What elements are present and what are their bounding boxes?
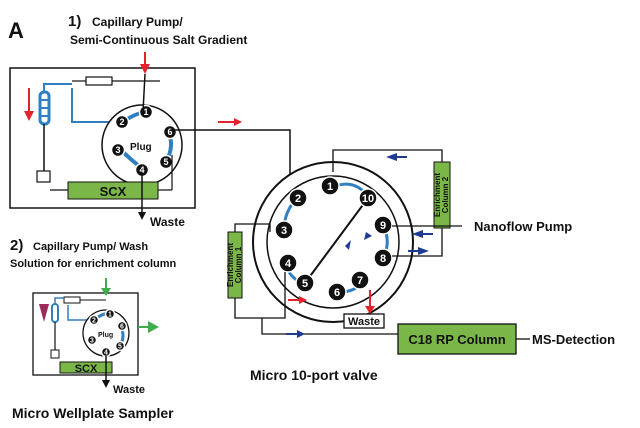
- valve-port-1: [320, 176, 340, 196]
- sampler-1-syringe: [85, 76, 113, 86]
- sampler-2-green-down-arrow: [101, 288, 111, 296]
- sampler-1: 1 2 3 4 5 6 Plug SCX Waste: [9, 52, 196, 229]
- ms-detection-label: MS-Detection: [532, 332, 615, 347]
- sampler-2-port-6: [116, 320, 128, 332]
- sampler-1-port-6: [162, 124, 178, 140]
- valve-port-label-5: 5: [302, 278, 308, 290]
- sampler-2-scx-label: SCX: [75, 363, 98, 375]
- sampler-2-frame: [32, 292, 139, 376]
- sampler-1-port-label-5: 5: [163, 157, 168, 167]
- valve-waste-box: [343, 313, 385, 329]
- valve-port-label-1: 1: [327, 181, 333, 193]
- sampler-2-port-1: [104, 308, 116, 320]
- blue-arrow-right-column: [418, 247, 429, 255]
- sampler-1-ports: 1 2 3 4 5 6: [110, 104, 178, 178]
- valve-port-10: [358, 188, 378, 208]
- sampler-2-port-label-4: 4: [104, 350, 108, 357]
- sampler-2-port-label-2: 2: [92, 318, 96, 325]
- ten-port-valve-inner: [266, 175, 400, 309]
- valve-port-label-6: 6: [334, 287, 340, 299]
- step1-line1: Capillary Pump/: [92, 15, 183, 29]
- blue-arrow-nanoflow: [412, 230, 423, 238]
- enrichment-column-1-line2: Column 1: [234, 246, 243, 283]
- step1-line2: Semi-Continuous Salt Gradient: [70, 33, 247, 47]
- sampler-1-scx-label: SCX: [100, 184, 127, 199]
- sampler-2-green-right-arrow: [148, 321, 159, 333]
- sampler-2-port-2: [88, 314, 100, 326]
- sampler-2-port-label-1: 1: [108, 312, 112, 319]
- sampler-1-port-label-1: 1: [143, 107, 148, 117]
- valve-port-2: [288, 188, 308, 208]
- ten-port-valve: 1 2 3 45 6 7 8 9 10: [252, 161, 414, 323]
- blue-arrow-top: [386, 153, 397, 161]
- valve-port-6: [327, 282, 347, 302]
- sampler-2-port-label-6: 6: [120, 324, 124, 331]
- sampler-1-plug-label: Plug: [130, 142, 152, 153]
- panel-label: A: [8, 18, 24, 43]
- sampler-2-port-label-3: 3: [90, 338, 94, 345]
- valve-port-3: [274, 220, 294, 240]
- rotor-channel-10-5: [304, 197, 369, 284]
- step2-line2: Solution for enrichment column: [10, 258, 177, 270]
- valve-port-label-8: 8: [380, 253, 386, 265]
- valve-port-8: [373, 248, 393, 268]
- nanoflow-pump-label: Nanoflow Pump: [474, 219, 572, 234]
- step1-number: 1): [68, 13, 81, 30]
- red-flow-arrow-bottom: [299, 296, 307, 304]
- sampler-2-ports: 1 2 3 4 5 6: [86, 308, 128, 358]
- sampler-2-plug-label: Plug: [98, 332, 113, 339]
- sampler-1-waste-label: Waste: [150, 215, 185, 229]
- sampler-1-port-label-4: 4: [139, 165, 144, 175]
- valve-port-label-4: 4: [285, 258, 292, 270]
- blue-flow-arrow-bottom: [297, 330, 305, 338]
- valve-port-label-7: 7: [357, 275, 363, 287]
- sampler-2-waste-label: Waste: [113, 384, 145, 396]
- valve-port-9: [373, 215, 393, 235]
- valve-port-label-2: 2: [295, 193, 301, 205]
- sampler-2-port-5: [114, 340, 126, 352]
- valve-port-label-9: 9: [380, 220, 386, 232]
- valve-port-label-10: 10: [362, 193, 374, 205]
- sampler-caption: Micro Wellplate Sampler: [12, 405, 174, 421]
- valve-port-4: [278, 253, 298, 273]
- valve-waste-label: Waste: [348, 316, 380, 328]
- enrichment-column-2-line2: Column 2: [441, 176, 450, 213]
- sampler-1-needle-port: [36, 170, 51, 183]
- sampler-2-scx-column: [59, 361, 113, 374]
- sampler-2-port-label-5: 5: [118, 344, 122, 351]
- sampler-1-port-label-3: 3: [115, 145, 120, 155]
- ten-port-valve-ports: 1 2 3 45 6 7 8 9 10: [274, 176, 393, 302]
- valve-port-7: [350, 270, 370, 290]
- sampler-2: 1 2 3 4 5 6 Plug SCX Waste: [32, 278, 159, 396]
- line-sampler1-to-valve: [170, 129, 291, 185]
- red-arrow-waste: [365, 306, 375, 314]
- step2-number: 2): [10, 237, 23, 254]
- sampler-1-port-label-6: 6: [167, 127, 172, 137]
- valve-caption: Micro 10-port valve: [250, 367, 378, 383]
- sampler-1-port-label-2: 2: [119, 117, 124, 127]
- c18-column-label: C18 RP Column: [408, 332, 505, 347]
- sampler-2-purple-arrow: [39, 304, 49, 322]
- enrichment-column-2-line1: Enrichment: [433, 173, 442, 217]
- enrichment-column-1-line1: Enrichment: [226, 243, 235, 287]
- step2-line1: Capillary Pump/ Wash: [33, 241, 148, 253]
- red-flow-arrow-top: [218, 118, 242, 126]
- sampler-2-syringe: [63, 296, 81, 304]
- sampler-1-port-3: [110, 142, 126, 158]
- valve-port-5: [295, 273, 315, 293]
- valve-port-label-3: 3: [281, 225, 287, 237]
- sampler-2-port-3: [86, 334, 98, 346]
- sampler-1-port-2: [114, 114, 130, 130]
- sampler-1-frame: [9, 67, 196, 209]
